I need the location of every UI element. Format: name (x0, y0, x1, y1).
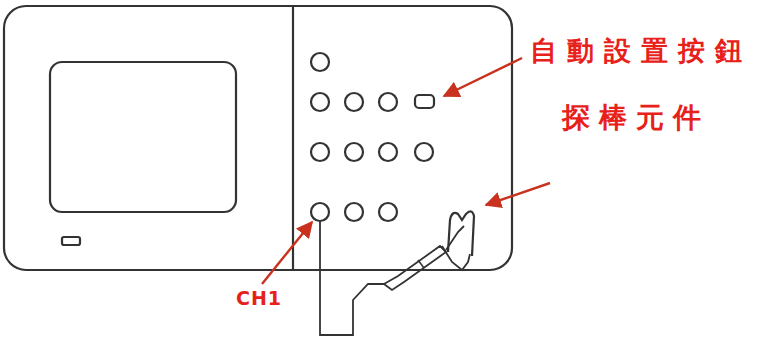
scope-housing (4, 6, 512, 270)
probe-cable (320, 221, 384, 335)
probe-ring (418, 260, 424, 268)
knob (311, 53, 329, 71)
autoset-button (415, 95, 434, 108)
knob (345, 203, 363, 221)
callout-label: 自動設置按鈕 (530, 36, 752, 66)
knob (415, 143, 433, 161)
probe-body (384, 246, 446, 290)
knob (345, 143, 363, 161)
panel-divider (292, 6, 294, 270)
leader-arrow (486, 183, 550, 205)
knob (379, 143, 397, 161)
knob (379, 93, 397, 111)
callout-label: 探棒元件 (562, 103, 710, 134)
leader-arrow (262, 222, 312, 284)
knob (311, 143, 329, 161)
power-switch (62, 237, 80, 245)
knob (379, 203, 397, 221)
knob (345, 93, 363, 111)
probe-tip (446, 226, 464, 250)
knob (311, 93, 329, 111)
probe-comp-terminal (448, 211, 474, 256)
scope-screen (50, 62, 236, 212)
channel-label: CH1 (236, 288, 282, 309)
leader-arrow (444, 58, 522, 96)
ch1-connector (311, 203, 329, 221)
probe-clip (442, 246, 470, 270)
